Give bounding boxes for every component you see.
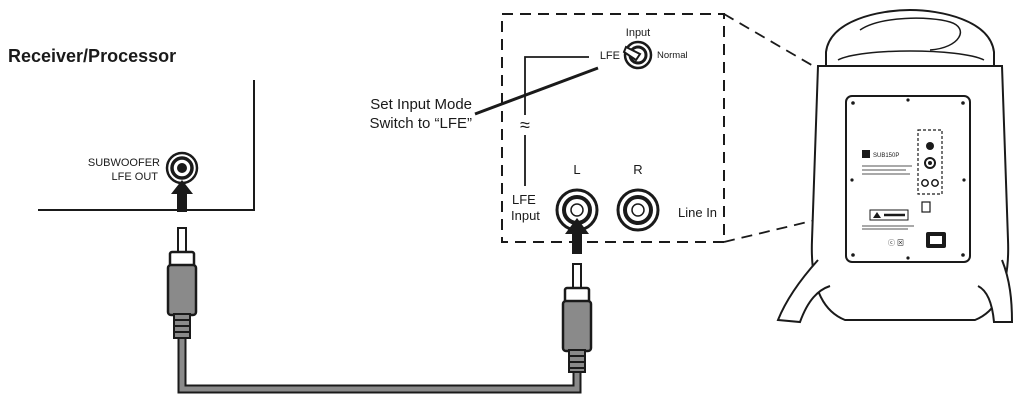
subwoofer-top <box>825 8 995 67</box>
mini-power-switch <box>921 201 931 213</box>
receiver-processor: Receiver/Processor SUBWOOFER LFE OUT <box>8 46 255 212</box>
switch-title: Input <box>626 27 650 39</box>
subwoofer-rear-plate <box>845 95 971 263</box>
switch-label-normal: Normal <box>657 50 688 61</box>
subwoofer-lfe-out-label-line2: LFE OUT <box>112 171 159 183</box>
insert-arrow-receiver <box>171 180 193 212</box>
subwoofer-lfe-out-jack[interactable] <box>165 151 199 185</box>
subwoofer-foot-right <box>977 259 1014 323</box>
rear-panel-detail: Input LFE Normal ≈ LFE Input L R Line In <box>501 13 725 254</box>
mini-knob-top <box>926 142 934 150</box>
rca-plug-right <box>561 263 593 373</box>
line-in-r-jack[interactable] <box>616 188 660 232</box>
channel-l-label: L <box>573 162 580 177</box>
rca-plug-left <box>166 227 198 339</box>
subwoofer-foot-left <box>776 259 831 324</box>
mini-knob-middle <box>924 157 936 169</box>
switch-callout: Set Input Mode Switch to “LFE” <box>369 66 599 132</box>
plate-screws <box>850 98 966 260</box>
callout-leader-line <box>474 66 599 116</box>
detail-box <box>501 13 725 243</box>
line-in-label: Line In <box>678 205 717 220</box>
input-mode-switch[interactable] <box>622 40 653 70</box>
mini-jacks <box>921 179 939 187</box>
model-label: SUB150P <box>873 153 899 159</box>
receiver-outline <box>38 80 255 211</box>
insert-arrow-subwoofer <box>565 218 589 254</box>
control-area-highlight <box>917 129 943 195</box>
lfe-input-label-line2: Input <box>511 208 540 223</box>
brand-logo <box>862 150 870 158</box>
callout-line2: Switch to “LFE” <box>369 115 472 132</box>
power-inlet <box>926 232 946 248</box>
rca-cable <box>166 227 593 394</box>
receiver-title: Receiver/Processor <box>8 46 176 66</box>
subwoofer-cabinet: SUB150P ⓒ ⊠ <box>776 8 1014 324</box>
cert-mark: ⓒ ⊠ <box>888 239 904 247</box>
channel-r-label: R <box>633 162 642 177</box>
subwoofer-lfe-out-label-line1: SUBWOOFER <box>88 157 160 169</box>
lfe-input-label-line1: LFE <box>512 192 536 207</box>
callout-line1: Set Input Mode <box>370 96 472 113</box>
signal-break-symbol: ≈ <box>520 115 530 135</box>
switch-label-lfe: LFE <box>600 50 620 62</box>
lfe-signal-path <box>524 56 589 186</box>
